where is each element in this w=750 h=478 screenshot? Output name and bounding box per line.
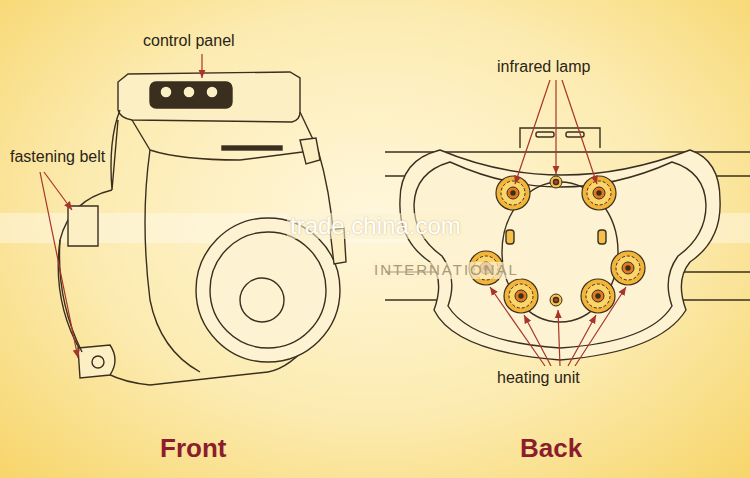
back-device bbox=[385, 128, 750, 360]
part-label: infrared lamp bbox=[497, 58, 590, 76]
part-label: heating unit bbox=[497, 369, 580, 387]
part-label: fastening belt bbox=[10, 148, 105, 166]
view-title: Back bbox=[520, 434, 582, 463]
leader-lines bbox=[40, 54, 626, 366]
watermark: trade.china.com bbox=[287, 213, 464, 239]
watermark: INTERNATIONAL bbox=[372, 262, 521, 279]
part-label: control panel bbox=[143, 32, 235, 50]
view-title: Front bbox=[160, 434, 226, 463]
